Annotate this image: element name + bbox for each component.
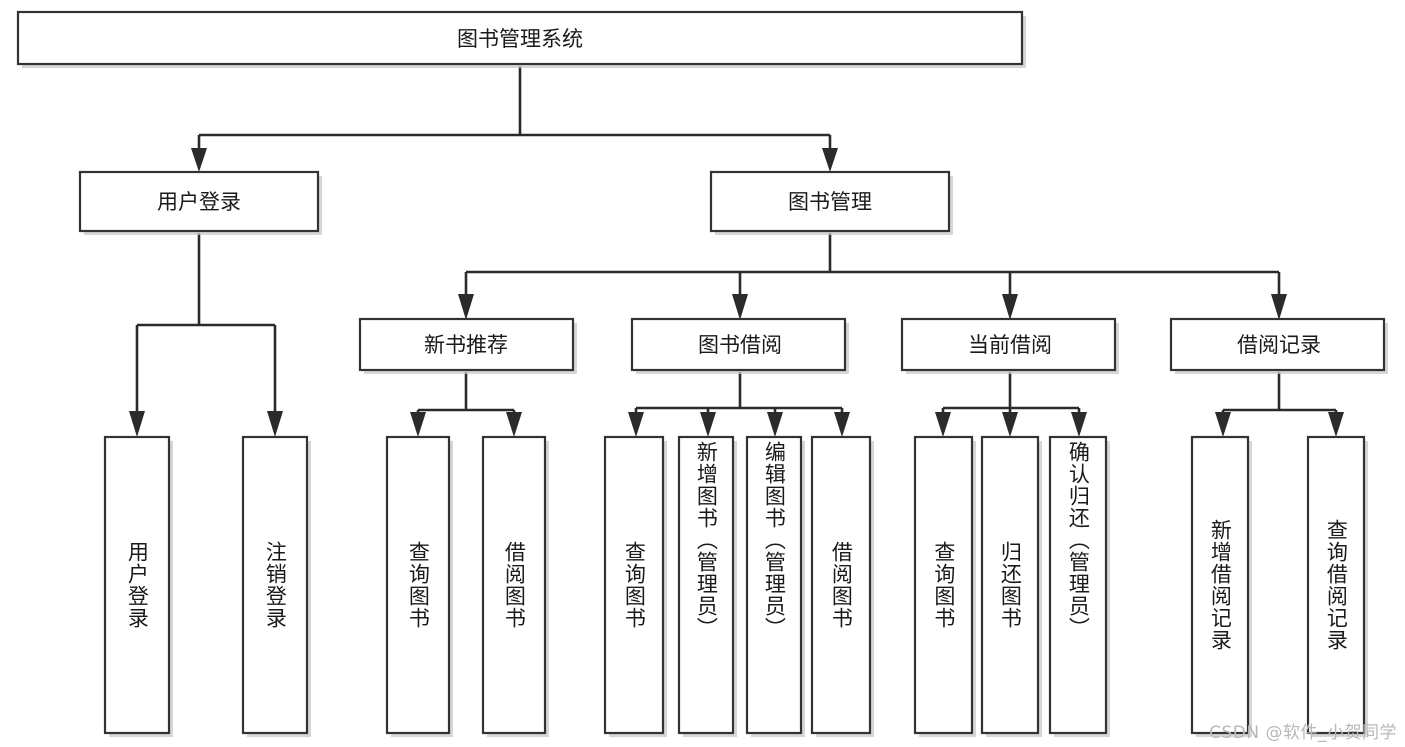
node-user-login-label: 用户登录 <box>157 190 241 214</box>
arrow-to-newbook <box>458 294 474 320</box>
node-leaf-edit-book[interactable] <box>745 435 803 735</box>
leaf-label-wrap-query-record: 查询借阅记录 <box>1308 437 1364 733</box>
leaf-label-wrap-borrow-query: 查询图书 <box>605 437 663 733</box>
leaf-label-wrap-current-query: 查询图书 <box>915 437 972 733</box>
node-book-borrow-label: 图书借阅 <box>698 333 782 357</box>
node-new-book-recommend-label: 新书推荐 <box>424 333 508 357</box>
node-borrow-record[interactable] <box>1169 317 1386 372</box>
node-leaf-add-record[interactable] <box>1190 435 1250 735</box>
arrow-leaf-user-login <box>129 411 145 437</box>
node-leaf-add-book[interactable] <box>677 435 735 735</box>
node-current-borrow[interactable] <box>900 317 1117 372</box>
leaf-label-wrap-user-login: 用户登录 <box>105 437 169 733</box>
node-current-borrow-label: 当前借阅 <box>968 333 1052 357</box>
leaf-label-wrap-newbook-borrow: 借阅图书 <box>483 437 545 733</box>
arrow-record-leaf1 <box>1215 412 1231 437</box>
leaf-label-edit-book: 编辑图书（管理员） <box>762 441 787 639</box>
node-leaf-user-login[interactable] <box>103 435 171 735</box>
leaf-label-add-book: 新增图书（管理员） <box>694 441 719 639</box>
leaf-label-wrap-confirm-return: 确认归还（管理员） <box>1050 441 1106 729</box>
node-leaf-newbook-borrow[interactable] <box>481 435 547 735</box>
node-leaf-return-book[interactable] <box>980 435 1040 735</box>
arrow-current-leaf2 <box>1002 412 1018 437</box>
leaf-label-current-query: 查询图书 <box>931 541 956 629</box>
arrow-to-bookmgmt <box>822 148 838 172</box>
arrow-to-userlogin <box>191 148 207 172</box>
leaf-label-newbook-borrow: 借阅图书 <box>502 541 527 629</box>
node-leaf-borrow-query[interactable] <box>603 435 665 735</box>
node-leaf-confirm-return[interactable] <box>1048 435 1108 735</box>
leaf-label-confirm-return: 确认归还（管理员） <box>1066 441 1091 639</box>
node-root-label: 图书管理系统 <box>457 27 583 51</box>
leaf-label-wrap-logout: 注销登录 <box>243 437 307 733</box>
leaf-label-logout: 注销登录 <box>263 541 288 629</box>
node-borrow-record-label: 借阅记录 <box>1237 333 1321 357</box>
leaf-label-borrow-book: 借阅图书 <box>829 541 854 629</box>
arrow-borrow-leaf2 <box>700 412 716 437</box>
leaf-label-query-record: 查询借阅记录 <box>1324 519 1349 651</box>
arrow-borrow-leaf4 <box>834 412 850 437</box>
leaf-label-borrow-query: 查询图书 <box>622 541 647 629</box>
leaf-label-add-record: 新增借阅记录 <box>1208 519 1233 651</box>
node-book-management-label: 图书管理 <box>788 190 872 214</box>
node-user-login[interactable] <box>78 170 320 233</box>
leaf-label-newbook-query: 查询图书 <box>406 541 431 629</box>
node-root[interactable] <box>16 10 1024 66</box>
node-new-book-recommend[interactable] <box>358 317 575 372</box>
node-leaf-current-query[interactable] <box>913 435 974 735</box>
node-leaf-query-record[interactable] <box>1306 435 1366 735</box>
node-leaf-logout[interactable] <box>241 435 309 735</box>
leaf-label-wrap-borrow-book: 借阅图书 <box>812 437 870 733</box>
box-layer: 图书管理系统 用户登录 图书管理 新书推荐 图书借阅 当前借阅 借阅记录 <box>16 10 1388 737</box>
arrow-to-current <box>1002 294 1018 320</box>
arrow-current-leaf1 <box>935 412 951 437</box>
arrow-record-leaf2 <box>1328 412 1344 437</box>
arrow-newbook-leaf1 <box>410 412 426 437</box>
arrow-leaf-logout <box>267 411 283 437</box>
arrow-newbook-leaf2 <box>506 412 522 437</box>
arrow-current-leaf3 <box>1071 412 1087 437</box>
node-book-management[interactable] <box>709 170 951 233</box>
arrow-to-record <box>1271 294 1287 320</box>
node-leaf-newbook-query[interactable] <box>385 435 451 735</box>
leaf-label-wrap-newbook-query: 查询图书 <box>387 437 449 733</box>
leaf-label-user-login: 用户登录 <box>125 541 150 629</box>
arrow-borrow-leaf1 <box>628 412 644 437</box>
leaf-label-wrap-add-book: 新增图书（管理员） <box>679 441 733 729</box>
node-leaf-borrow-book[interactable] <box>810 435 872 735</box>
node-book-borrow[interactable] <box>630 317 847 372</box>
connector-layer <box>129 66 1344 437</box>
leaf-label-wrap-return-book: 归还图书 <box>982 437 1038 733</box>
leaf-label-return-book: 归还图书 <box>998 541 1023 629</box>
arrow-to-borrow <box>732 294 748 320</box>
leaf-label-wrap-edit-book: 编辑图书（管理员） <box>747 441 801 729</box>
arrow-borrow-leaf3 <box>767 412 783 437</box>
csdn-watermark: CSDN @软件_小贺同学 <box>1209 723 1397 743</box>
leaf-label-wrap-add-record: 新增借阅记录 <box>1192 437 1248 733</box>
